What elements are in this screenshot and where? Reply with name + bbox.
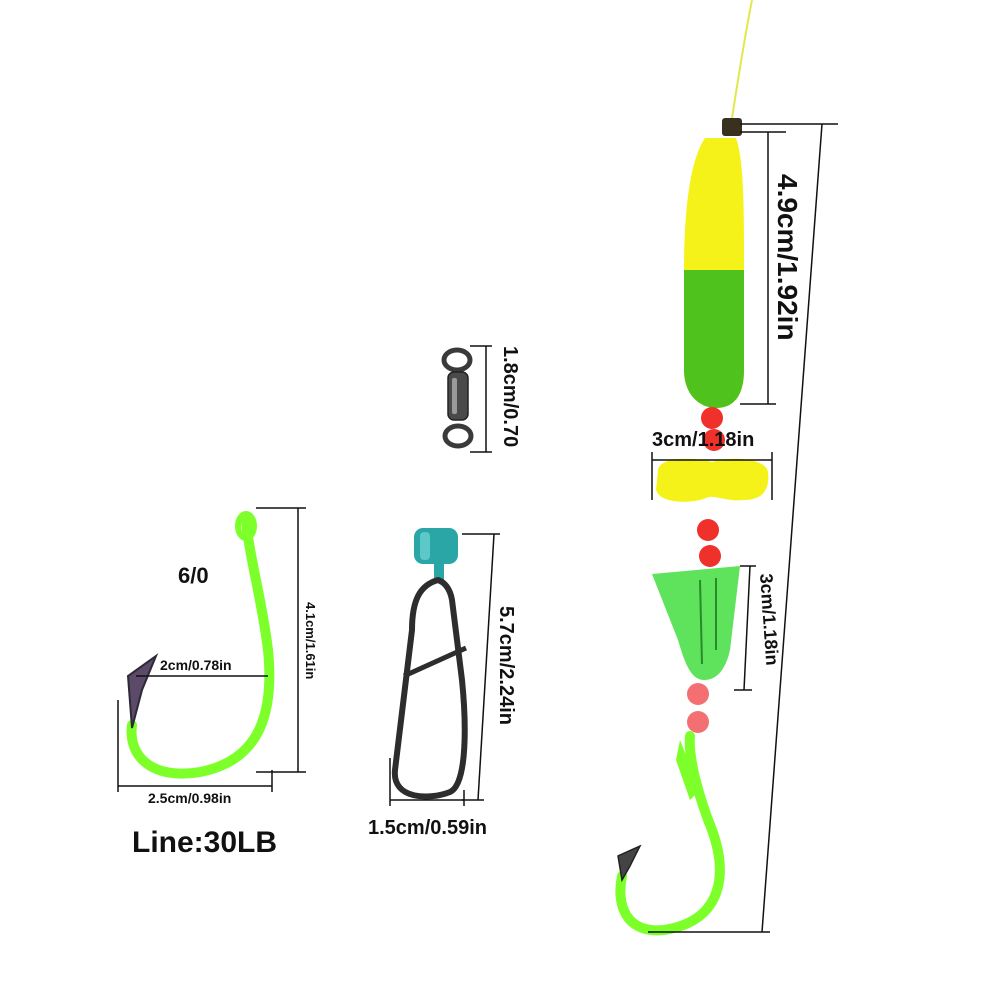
fishing-line	[731, 0, 753, 119]
bead	[687, 683, 709, 705]
float-length-dimension	[740, 131, 786, 405]
swivel-top-ring	[441, 347, 473, 373]
hook-height-label: 4.1cm/1.61in	[303, 602, 318, 679]
snap-length-dimension	[462, 533, 500, 801]
barrel-swivel	[441, 347, 474, 449]
swivel-length-label: 1.8cm/0.70	[499, 346, 521, 447]
swivel-bottom-ring	[442, 423, 474, 449]
hook-size-label: 6/0	[178, 563, 209, 588]
hook-point	[126, 653, 159, 729]
snap-width-label: 1.5cm/0.59in	[368, 817, 487, 839]
rig-hook-point	[617, 844, 642, 883]
bead	[703, 429, 725, 451]
hook-height-dimension	[256, 507, 306, 773]
bead	[699, 545, 721, 567]
spinner-length-label: 3cm/1.18in	[756, 573, 782, 666]
spacer-width-label: 3cm/1.18in	[652, 429, 754, 451]
snap-wire	[391, 577, 468, 800]
hook-gap-label: 2cm/0.78in	[160, 657, 232, 673]
float-length-label: 4.9cm/1.92in	[772, 174, 803, 341]
float-rig	[615, 0, 769, 936]
swivel-barrel	[447, 371, 469, 421]
spacer-width-dimension	[651, 452, 773, 500]
hook-eye	[235, 511, 257, 541]
overall-length-dimension	[648, 123, 838, 933]
spinner-length-dimension	[734, 565, 756, 691]
bead	[687, 711, 709, 733]
float-top-cap	[722, 118, 742, 136]
line-strength-label: Line:30LB	[132, 826, 277, 859]
duolock-snap	[391, 528, 468, 800]
hook-shank	[126, 517, 275, 779]
yellow-spacer	[656, 458, 769, 502]
peg-float-green-half	[684, 270, 744, 408]
snap-width-dimension	[389, 758, 465, 806]
snap-length-label: 5.7cm/2.24in	[495, 606, 517, 725]
hook-width-dimension	[117, 700, 273, 792]
green-spinner	[652, 566, 740, 680]
hook-skirt	[676, 740, 700, 800]
hook-width-label: 2.5cm/0.98in	[148, 790, 231, 806]
rig-hook	[615, 731, 725, 936]
swivel-dimension	[470, 345, 492, 453]
bead	[697, 519, 719, 541]
bead	[701, 407, 723, 429]
hook-6-0	[126, 511, 275, 779]
